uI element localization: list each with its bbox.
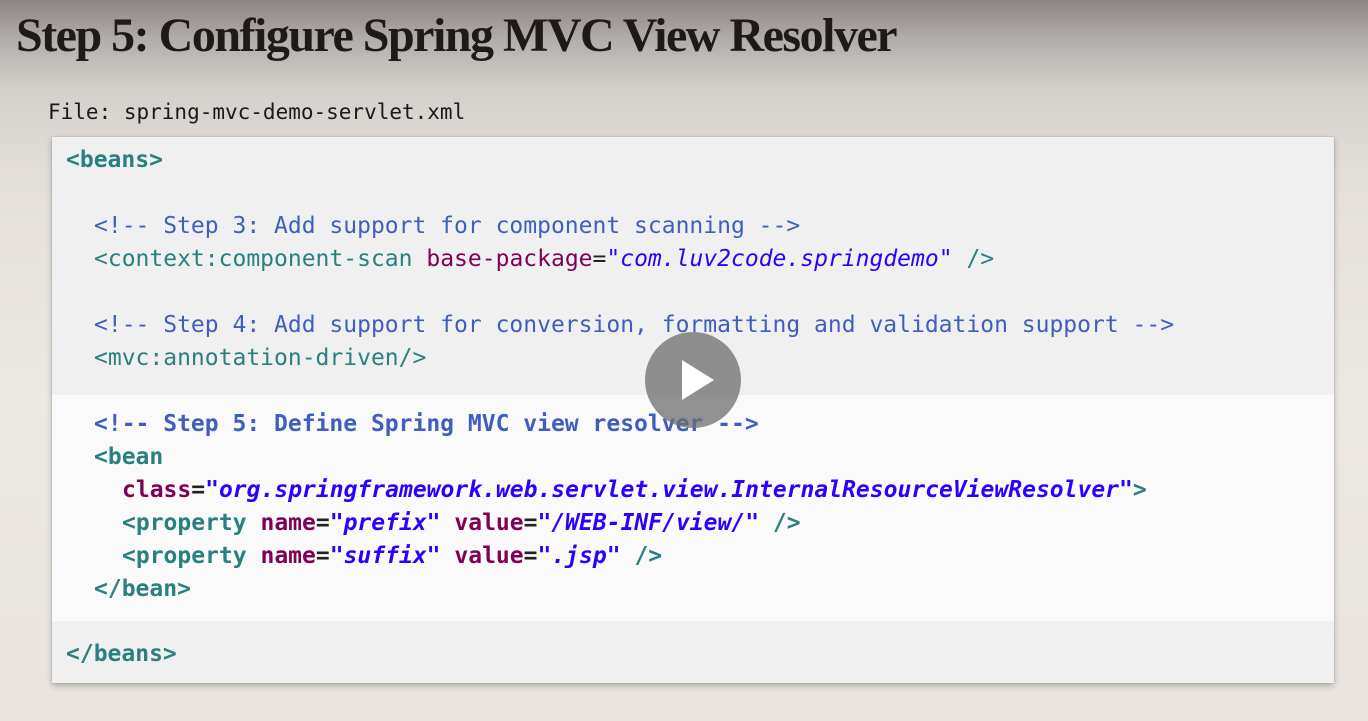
highlighted-code-region xyxy=(52,395,1334,621)
code-line-beans-open: <beans> xyxy=(66,147,163,173)
code-line-beans-close: </beans> xyxy=(66,641,177,667)
code-line-component-scan: <context:component-scan base-package="co… xyxy=(94,246,995,272)
code-line-step4-comment: <!-- Step 4: Add support for conversion,… xyxy=(94,312,1175,338)
play-button[interactable] xyxy=(645,332,741,428)
code-block: <beans> <!-- Step 3: Add support for com… xyxy=(52,137,1334,683)
code-line-step3-comment: <!-- Step 3: Add support for component s… xyxy=(94,213,801,239)
code-line-bean-close: </bean> xyxy=(94,576,191,602)
slide-title: Step 5: Configure Spring MVC View Resolv… xyxy=(16,9,898,62)
file-label: File: spring-mvc-demo-servlet.xml xyxy=(48,100,466,124)
code-line-property-prefix: <property name="prefix" value="/WEB-INF/… xyxy=(122,510,801,536)
code-line-property-suffix: <property name="suffix" value=".jsp" /> xyxy=(122,543,663,569)
code-line-bean-open: <bean xyxy=(94,444,164,470)
code-line-bean-class: class="org.springframework.web.servlet.v… xyxy=(122,477,1147,503)
code-line-annotation-driven: <mvc:annotation-driven/> xyxy=(94,345,427,371)
play-icon xyxy=(682,360,714,400)
